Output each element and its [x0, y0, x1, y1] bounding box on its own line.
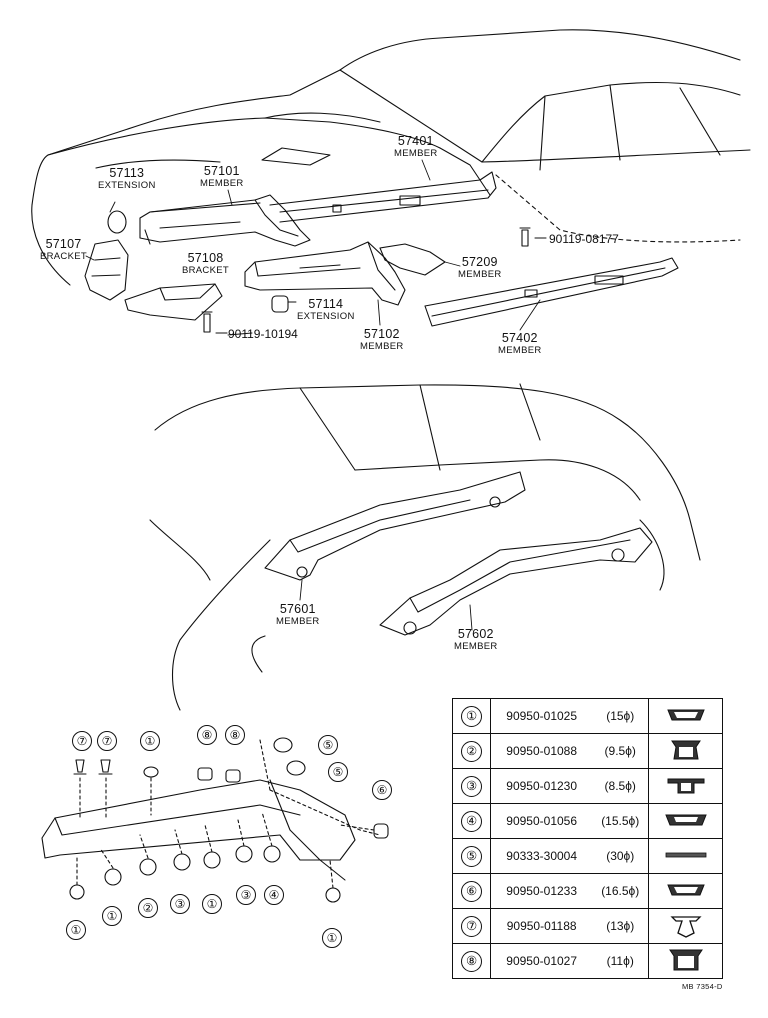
clip-icon — [648, 908, 723, 944]
plug-cap-icon — [648, 873, 723, 909]
row-index: ③ — [461, 775, 483, 797]
table-row: ⑧ 90950-01027 (11ϕ) — [451, 943, 723, 979]
row-index: ⑦ — [461, 915, 483, 937]
tape-icon — [648, 838, 723, 874]
callout-1: ① — [102, 906, 122, 926]
bolt-label-90119-10194: 90119-10194 — [228, 327, 298, 341]
member-57601-shape — [264, 471, 526, 581]
callout-5: ⑤ — [318, 735, 338, 755]
row-index: ④ — [461, 810, 483, 832]
bolt-label-90119-08177: 90119-08177 — [549, 232, 619, 246]
table-row: ② 90950-01088 (9.5ϕ) — [451, 733, 723, 769]
callout-3: ③ — [236, 885, 256, 905]
row-index: ② — [461, 740, 483, 762]
part-number: 90950-01027 — [490, 943, 593, 979]
member-57209-shape — [379, 243, 446, 276]
member-57402-shape — [424, 257, 679, 327]
table-row: ① 90950-01025 (15ϕ) — [451, 698, 723, 734]
car-outline-top — [31, 29, 751, 286]
callout-1: ① — [202, 894, 222, 914]
plug-parts-table: ① 90950-01025 (15ϕ) ② 90950-01088 (9.5ϕ)… — [451, 698, 723, 979]
part-number: 90950-01230 — [490, 768, 593, 804]
plug-deep-icon — [648, 943, 723, 979]
member-57602-shape — [379, 527, 653, 636]
part-size: (8.5ϕ) — [592, 768, 650, 804]
callout-8: ⑧ — [225, 725, 245, 745]
part-number: 90950-01233 — [490, 873, 593, 909]
table-row: ⑤ 90333-30004 (30ϕ) — [451, 838, 723, 874]
row-index: ⑧ — [461, 950, 483, 972]
callout-7: ⑦ — [72, 731, 92, 751]
part-size: (15.5ϕ) — [592, 803, 650, 839]
part-number: 90950-01188 — [490, 908, 593, 944]
plug-cap-icon — [648, 698, 723, 734]
plug-shapes — [69, 737, 389, 903]
part-size: (11ϕ) — [592, 943, 650, 979]
callout-8: ⑧ — [197, 725, 217, 745]
callout-4: ④ — [264, 885, 284, 905]
member-57101-shape — [139, 194, 311, 247]
floor-frame-drawing — [41, 739, 381, 881]
part-size: (15ϕ) — [592, 698, 650, 734]
table-row: ⑦ 90950-01188 (13ϕ) — [451, 908, 723, 944]
part-number: 90333-30004 — [490, 838, 593, 874]
callout-1: ① — [66, 920, 86, 940]
part-size: (13ϕ) — [592, 908, 650, 944]
bracket-57107-shape — [84, 239, 129, 301]
bracket-57108-shape — [124, 283, 223, 321]
part-number: 90950-01025 — [490, 698, 593, 734]
callout-3: ③ — [170, 894, 190, 914]
member-57401-shape — [269, 171, 497, 223]
callout-6: ⑥ — [372, 780, 392, 800]
table-row: ③ 90950-01230 (8.5ϕ) — [451, 768, 723, 804]
plug-leader-lines — [76, 777, 375, 889]
part-number: 90950-01088 — [490, 733, 593, 769]
part-size: (30ϕ) — [592, 838, 650, 874]
part-number: 90950-01056 — [490, 803, 593, 839]
drawing-code: MB 7354-D — [682, 982, 723, 991]
plug-hat-icon — [648, 733, 723, 769]
callout-1: ① — [140, 731, 160, 751]
row-index: ⑤ — [461, 845, 483, 867]
part-size: (16.5ϕ) — [592, 873, 650, 909]
member-57102-shape — [244, 241, 406, 306]
row-index: ① — [461, 705, 483, 727]
callout-1: ① — [322, 928, 342, 948]
plug-flange-icon — [648, 768, 723, 804]
part-size: (9.5ϕ) — [592, 733, 650, 769]
row-index: ⑥ — [461, 880, 483, 902]
car-outline-middle — [149, 383, 701, 711]
plug-wide-icon — [648, 803, 723, 839]
table-row: ⑥ 90950-01233 (16.5ϕ) — [451, 873, 723, 909]
callout-5: ⑤ — [328, 762, 348, 782]
label-leader-lines — [85, 159, 541, 631]
table-row: ④ 90950-01056 (15.5ϕ) — [451, 803, 723, 839]
callout-7: ⑦ — [97, 731, 117, 751]
callout-2: ② — [138, 898, 158, 918]
